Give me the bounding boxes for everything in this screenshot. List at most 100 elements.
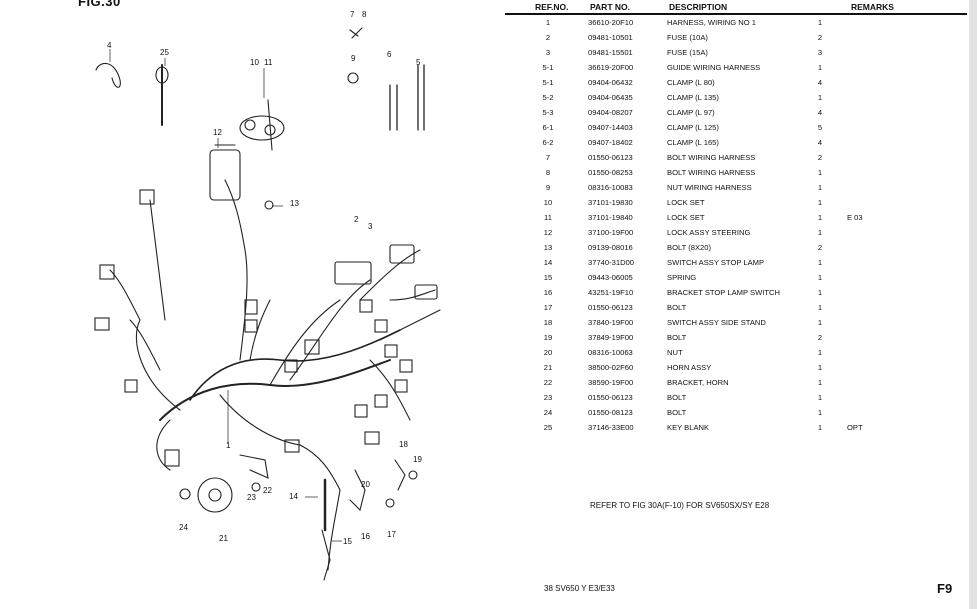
- cell-ref-no: 6-2: [542, 138, 554, 147]
- cell-part-no: 36610-20F10: [588, 18, 634, 27]
- parts-table-header: REF.NO. PART NO. DESCRIPTION REMARKS: [0, 2, 977, 14]
- header-description: DESCRIPTION: [669, 2, 728, 12]
- table-row: 7 01550-06123 BOLT WIRING HARNESS 2: [0, 152, 977, 167]
- header-rule: [505, 13, 967, 15]
- callout-4: 4: [107, 41, 112, 50]
- cell-part-no: 37849-19F00: [588, 333, 634, 342]
- cell-ref-no: 6-1: [542, 123, 554, 132]
- callout-2: 2: [354, 215, 359, 224]
- cell-description: FUSE (15A): [667, 48, 708, 57]
- cell-description: BOLT WIRING HARNESS: [667, 153, 756, 162]
- cell-part-no: 38500-02F60: [588, 363, 634, 372]
- cell-quantity: 1: [817, 363, 823, 372]
- cell-quantity: 1: [817, 348, 823, 357]
- cell-ref-no: 19: [543, 333, 553, 342]
- cell-quantity: 1: [817, 378, 823, 387]
- cell-ref-no: 22: [543, 378, 553, 387]
- cell-remarks: E 03: [847, 213, 863, 222]
- cell-ref-no: 3: [545, 48, 551, 57]
- table-row: 13 09139-08016 BOLT (8X20) 2: [0, 242, 977, 257]
- cell-description: KEY BLANK: [667, 423, 710, 432]
- callout-24: 24: [179, 523, 188, 532]
- cell-part-no: 37101-19830: [588, 198, 633, 207]
- cell-quantity: 1: [817, 303, 823, 312]
- callout-14: 14: [289, 492, 298, 501]
- cell-description: CLAMP (L 97): [667, 108, 715, 117]
- cell-quantity: 1: [817, 288, 823, 297]
- cell-description: BOLT (8X20): [667, 243, 712, 252]
- cell-ref-no: 5-2: [542, 93, 554, 102]
- callout-1: 1: [226, 441, 231, 450]
- callout-18: 18: [399, 440, 408, 449]
- cell-part-no: 01550-06123: [588, 303, 633, 312]
- cell-quantity: 2: [817, 333, 823, 342]
- table-row: 22 38590-19F00 BRACKET, HORN 1: [0, 377, 977, 392]
- cell-quantity: 2: [817, 153, 823, 162]
- cell-quantity: 4: [817, 138, 823, 147]
- cell-ref-no: 5-3: [542, 108, 554, 117]
- cell-ref-no: 13: [543, 243, 553, 252]
- cell-ref-no: 5-1: [542, 63, 554, 72]
- cell-description: BOLT: [667, 303, 687, 312]
- wiring-harness-diagram: 1 2 3 4 5 6 7 8 9 10 11 12 13 14 15 16 1…: [94, 10, 441, 581]
- cell-ref-no: 17: [543, 303, 553, 312]
- cell-remarks: OPT: [847, 423, 863, 432]
- cell-description: SWITCH ASSY STOP LAMP: [667, 258, 765, 267]
- cell-description: BOLT: [667, 408, 687, 417]
- cell-quantity: 1: [817, 423, 823, 432]
- cell-ref-no: 7: [545, 153, 551, 162]
- callout-17: 17: [387, 530, 396, 539]
- cell-quantity: 2: [817, 243, 823, 252]
- cell-quantity: 1: [817, 168, 823, 177]
- cell-description: SWITCH ASSY SIDE STAND: [667, 318, 766, 327]
- cell-part-no: 08316-10083: [588, 183, 633, 192]
- cell-ref-no: 2: [545, 33, 551, 42]
- cell-description: CLAMP (L 125): [667, 123, 719, 132]
- cell-part-no: 09139-08016: [588, 243, 633, 252]
- cell-part-no: 01550-06123: [588, 153, 633, 162]
- cell-description: NUT WIRING HARNESS: [667, 183, 752, 192]
- cell-part-no: 36619-20F00: [588, 63, 634, 72]
- callout-20: 20: [361, 480, 370, 489]
- callout-7: 7: [350, 10, 355, 19]
- cell-part-no: 37100-19F00: [588, 228, 634, 237]
- cell-description: HORN ASSY: [667, 363, 712, 372]
- cell-quantity: 1: [817, 183, 823, 192]
- cell-ref-no: 18: [543, 318, 553, 327]
- callout-9: 9: [351, 54, 356, 63]
- cell-part-no: 01550-06123: [588, 393, 633, 402]
- cell-quantity: 1: [817, 93, 823, 102]
- cell-quantity: 1: [817, 408, 823, 417]
- cell-description: HARNESS, WIRING NO 1: [667, 18, 757, 27]
- cell-part-no: 37146-33E00: [588, 423, 634, 432]
- cell-quantity: 1: [817, 198, 823, 207]
- cell-description: CLAMP (L 80): [667, 78, 715, 87]
- cell-part-no: 38590-19F00: [588, 378, 634, 387]
- callout-11: 11: [264, 58, 273, 67]
- cell-description: BRACKET, HORN: [667, 378, 729, 387]
- cell-ref-no: 12: [543, 228, 553, 237]
- cell-ref-no: 5-1: [542, 78, 554, 87]
- cell-part-no: 37101-19840: [588, 213, 633, 222]
- cell-description: FUSE (10A): [667, 33, 708, 42]
- cell-part-no: 37740-31D00: [588, 258, 635, 267]
- header-ref-no: REF.NO.: [535, 2, 569, 12]
- cell-description: BOLT WIRING HARNESS: [667, 168, 756, 177]
- cell-quantity: 1: [817, 63, 823, 72]
